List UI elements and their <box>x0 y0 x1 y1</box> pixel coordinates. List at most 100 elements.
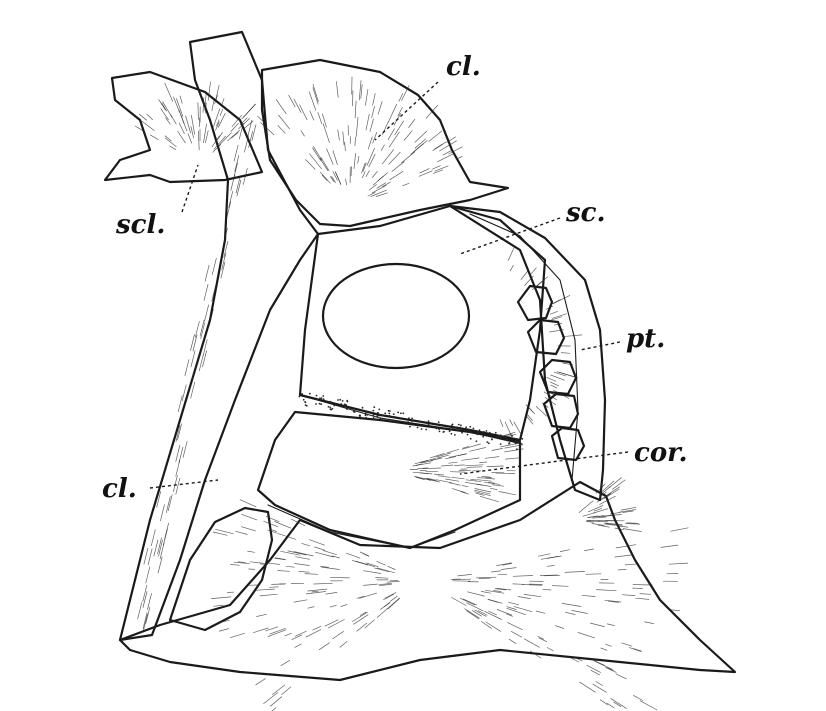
hatch-stroke <box>462 598 477 606</box>
stipple-dot <box>427 423 430 426</box>
hatch-stroke <box>389 171 404 181</box>
hatch-stroke <box>584 548 595 551</box>
hatch-stroke <box>479 461 488 463</box>
hatch-stroke <box>329 604 337 608</box>
hatch-stroke <box>474 489 491 495</box>
hatch-stroke <box>554 625 565 629</box>
hatch-stroke <box>590 669 601 676</box>
hatch-stroke <box>475 492 485 496</box>
stipple-dot <box>302 398 305 401</box>
hatch-stroke <box>543 391 557 401</box>
hatch-stroke <box>502 563 513 566</box>
hatch-stroke <box>355 116 359 137</box>
hatch-stroke <box>194 321 200 338</box>
hatch-stroke <box>318 642 330 651</box>
hatch-stroke <box>251 124 257 142</box>
hatch-stroke <box>550 384 558 389</box>
hatch-stroke <box>670 527 689 532</box>
hatch-stroke <box>164 522 169 540</box>
hatch-stroke <box>217 112 226 128</box>
hatch-stroke <box>441 464 454 467</box>
leader-pt <box>579 341 621 351</box>
hatch-stroke <box>354 136 356 147</box>
hatch-stroke <box>559 371 579 379</box>
stipple-dot <box>322 398 325 400</box>
hatch-stroke <box>236 179 242 197</box>
label-cl-left: cl. <box>102 474 137 504</box>
hatch-stroke <box>397 107 403 117</box>
hatch-stroke <box>428 130 443 142</box>
stipple-dot <box>521 437 524 440</box>
hatch-stroke <box>437 475 451 478</box>
hatch-stroke <box>312 147 322 161</box>
stipple-dot <box>460 424 462 427</box>
hatch-stroke <box>376 182 386 189</box>
hatch-stroke <box>285 565 295 568</box>
hatch-stroke <box>377 175 384 182</box>
hatch-stroke <box>483 481 500 485</box>
hatch-stroke <box>546 377 557 382</box>
stipple-dots <box>298 392 524 451</box>
hatch-stroke <box>601 493 611 500</box>
hatch-stroke <box>203 123 207 144</box>
hatch-stroke <box>288 94 296 108</box>
hatch-stroke <box>307 588 328 592</box>
hatch-stroke <box>553 371 567 377</box>
hatch-stroke <box>230 564 240 566</box>
hatch-stroke <box>609 511 622 515</box>
stipple-dot <box>420 421 423 424</box>
hatch-stroke <box>464 464 484 467</box>
hatch-stroke <box>187 133 193 144</box>
hatch-stroke <box>626 522 639 524</box>
hatch-stroke <box>436 454 449 459</box>
hatch-stroke <box>344 141 346 152</box>
hatch-stroke <box>466 591 485 597</box>
stipple-dot <box>331 407 334 410</box>
stipple-dot <box>476 433 479 436</box>
hatch-stroke <box>352 611 368 622</box>
hatch-stroke <box>192 334 198 352</box>
hatch-stroke <box>599 486 611 496</box>
hatch-stroke <box>414 476 425 480</box>
hatch-stroke <box>272 684 285 695</box>
hatch-stroke <box>160 108 169 121</box>
stipple-dot <box>316 398 319 401</box>
hatch-stroke <box>257 115 265 123</box>
hatch-stroke <box>449 482 461 486</box>
stipple-dot <box>441 426 443 429</box>
stipple-dot <box>320 397 323 400</box>
hatch-stroke <box>414 130 428 143</box>
label-scl: scl. <box>116 210 166 240</box>
hatch-stroke <box>158 99 166 111</box>
hatch-stroke <box>165 496 171 513</box>
hatch-stroke <box>414 138 426 149</box>
hatch-stroke <box>496 562 512 566</box>
hatch-stroke <box>480 591 491 594</box>
hatch-stroke <box>175 445 181 462</box>
stipple-dot <box>472 427 475 430</box>
hatch-stroke <box>314 546 326 551</box>
hatch-stroke <box>477 479 492 482</box>
hatch-stroke <box>582 512 596 517</box>
hatch-stroke <box>527 414 533 421</box>
hatch-stroke <box>552 295 571 305</box>
hatch-stroke <box>334 171 342 185</box>
hatch-stroke <box>445 456 457 460</box>
hatch-stroke <box>208 309 214 326</box>
hatch-stroke <box>247 119 253 137</box>
hatch-stroke <box>165 117 171 125</box>
hatch-stroke <box>604 488 620 499</box>
hatch-stroke <box>376 567 395 574</box>
hatch-stroke <box>451 597 467 606</box>
hatch-stroke <box>625 523 641 525</box>
hatch-stroke <box>387 566 396 570</box>
hatch-stroke <box>559 549 570 552</box>
hatch-stroke <box>445 478 460 482</box>
stipple-dot <box>343 403 346 406</box>
hatch-stroke <box>455 156 463 160</box>
stipple-dot <box>485 430 488 432</box>
hatch-stroke <box>412 471 433 475</box>
hatch-stroke <box>312 87 319 105</box>
hatch-stroke <box>164 135 172 142</box>
leader-scl <box>181 164 199 213</box>
